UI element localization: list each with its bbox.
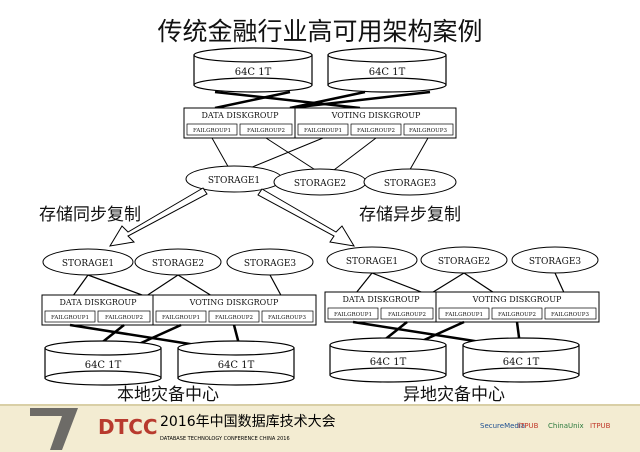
- left-site-caption: 本地灾备中心: [117, 385, 219, 405]
- top-storage-2-label: STORAGE2: [294, 179, 346, 189]
- left-site: STORAGE1 STORAGE2 STORAGE3 DATA DISKGROU…: [41, 248, 317, 405]
- async-replication-arrow: [257, 188, 355, 247]
- top-failgroup-voting-3: FAILGROUP3: [409, 128, 448, 134]
- top-storage-1-label: STORAGE1: [208, 176, 260, 186]
- left-data-diskgroup-label: DATA DISKGROUP: [59, 298, 137, 307]
- sponsor-2: ITPUB: [518, 422, 539, 430]
- left-disk-1-label: 64C 1T: [85, 360, 122, 371]
- top-storage-1: STORAGE1: [185, 165, 283, 193]
- top-disk-links: [214, 90, 431, 110]
- top-storage-3: STORAGE3: [363, 168, 457, 196]
- right-storage-3-label: STORAGE3: [529, 257, 582, 267]
- top-voting-diskgroup-label: VOTING DISKGROUP: [331, 111, 421, 120]
- right-site: STORAGE1 STORAGE2 STORAGE3 DATA DISKGROU…: [324, 246, 600, 405]
- top-failgroup-data-1: FAILGROUP1: [193, 128, 231, 134]
- right-data-diskgroup-label: DATA DISKGROUP: [342, 295, 420, 304]
- sponsor-4: ITPUB: [590, 422, 611, 430]
- right-disk-2-label: 64C 1T: [503, 357, 540, 368]
- top-failgroup-voting-1: FAILGROUP1: [304, 128, 342, 134]
- right-failgroup-5: FAILGROUP3: [551, 312, 590, 318]
- left-failgroup-3: FAILGROUP1: [162, 315, 200, 321]
- top-disk-2: 64C 1T: [327, 47, 447, 93]
- right-storage-2-label: STORAGE2: [438, 257, 490, 267]
- sync-replication-label: 存储同步复制: [39, 205, 141, 225]
- footer-banner: DTCC 2016年中国数据库技术大会 DATABASE TECHNOLOGY …: [0, 404, 640, 452]
- left-failgroup-1: FAILGROUP1: [51, 315, 89, 321]
- right-voting-diskgroup-label: VOTING DISKGROUP: [472, 295, 562, 304]
- left-failgroup-4: FAILGROUP2: [215, 315, 253, 321]
- conference-subline: DATABASE TECHNOLOGY CONFERENCE CHINA 201…: [160, 436, 290, 442]
- top-data-diskgroup-label: DATA DISKGROUP: [201, 111, 279, 120]
- right-failgroup-1: FAILGROUP1: [334, 312, 372, 318]
- top-disk-1-label: 64C 1T: [235, 67, 272, 78]
- right-failgroup-3: FAILGROUP1: [445, 312, 483, 318]
- conference-headline: 2016年中国数据库技术大会: [160, 414, 336, 430]
- left-failgroup-2: FAILGROUP2: [105, 315, 143, 321]
- sync-replication-arrow: [109, 187, 208, 247]
- top-failgroup-data-2: FAILGROUP2: [247, 128, 285, 134]
- left-storage-3-label: STORAGE3: [244, 259, 297, 269]
- right-site-caption: 异地灾备中心: [403, 385, 505, 405]
- right-failgroup-4: FAILGROUP2: [498, 312, 536, 318]
- left-voting-diskgroup-label: VOTING DISKGROUP: [189, 298, 279, 307]
- top-disk-2-label: 64C 1T: [369, 67, 406, 78]
- conference-emblem-icon: [30, 408, 78, 450]
- async-replication-label: 存储异步复制: [359, 205, 461, 225]
- sponsor-3: ChinaUnix: [548, 422, 584, 430]
- top-failgroup-voting-2: FAILGROUP2: [357, 128, 395, 134]
- top-storage-3-label: STORAGE3: [384, 179, 437, 189]
- top-storage-links: [211, 137, 429, 174]
- diagram-title: 传统金融行业高可用架构案例: [157, 17, 482, 46]
- right-failgroup-2: FAILGROUP2: [388, 312, 426, 318]
- left-storage-2-label: STORAGE2: [152, 259, 204, 269]
- left-failgroup-5: FAILGROUP3: [268, 315, 307, 321]
- top-diskgroup-panel: DATA DISKGROUP VOTING DISKGROUP FAILGROU…: [183, 107, 457, 139]
- right-disk-1-label: 64C 1T: [370, 357, 407, 368]
- left-disk-2-label: 64C 1T: [218, 360, 255, 371]
- sponsor-1: SecureMedia: [480, 422, 525, 430]
- conference-logo: DTCC: [98, 415, 158, 439]
- right-storage-1-label: STORAGE1: [346, 257, 398, 267]
- top-storage-2: STORAGE2: [273, 168, 367, 196]
- left-storage-1-label: STORAGE1: [62, 259, 114, 269]
- top-disk-1: 64C 1T: [193, 47, 313, 93]
